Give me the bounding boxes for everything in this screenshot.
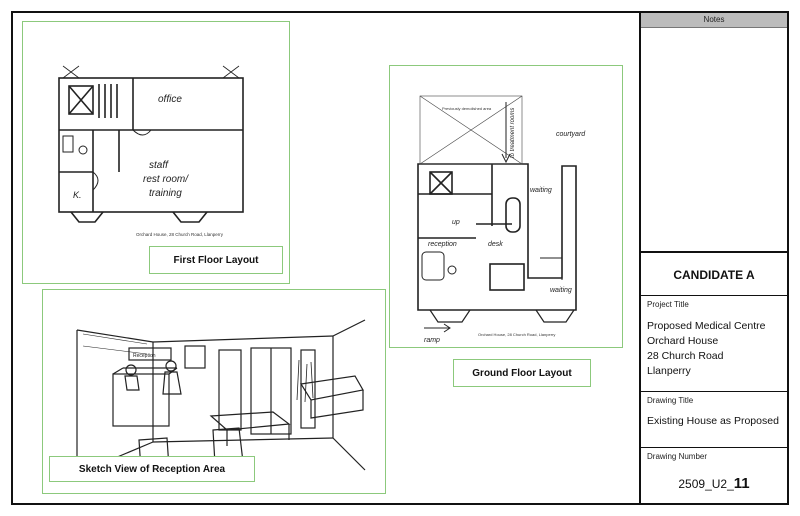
drawing-number-heading: Drawing Number: [647, 452, 708, 461]
project-title-cell: Project Title Proposed Medical Centre Or…: [641, 295, 787, 391]
treatment-rooms-note: to treatment rooms: [510, 108, 516, 158]
project-title-heading: Project Title: [647, 300, 689, 309]
room-training-label: training: [149, 188, 182, 199]
first-floor-panel: office staff rest room/ training K. Orch…: [22, 21, 290, 284]
room-k-label: K.: [73, 190, 82, 200]
ground-floor-plan: Previously demolished area to treatment …: [417, 95, 586, 344]
drawing-title-cell: Drawing Title Existing House as Proposed: [641, 391, 787, 447]
drawing-title-value: Existing House as Proposed: [647, 415, 779, 427]
waiting-label-2: waiting: [550, 287, 572, 294]
up-label: up: [452, 219, 460, 226]
first-floor-caption: Orchard House, 28 Church Road, Llanperry: [136, 232, 224, 237]
drawing-area: office staff rest room/ training K. Orch…: [13, 13, 640, 503]
reception-sketch: Reception: [76, 319, 366, 475]
drawing-number-value: 2509_U2_11: [641, 461, 787, 493]
room-office-label: office: [158, 94, 182, 105]
desk-label: desk: [488, 241, 503, 248]
reception-label: reception: [428, 241, 457, 248]
sketch-label: Sketch View of Reception Area: [49, 456, 255, 482]
ground-floor-label: Ground Floor Layout: [453, 359, 591, 387]
first-floor-plan: office staff rest room/ training K. Orch…: [58, 65, 244, 237]
courtyard-label: courtyard: [556, 131, 586, 138]
room-staff-label: staff: [149, 160, 169, 171]
drawing-number-cell: Drawing Number 2509_U2_11: [641, 447, 787, 503]
candidate-cell: CANDIDATE A: [641, 251, 787, 295]
room-rest-label: rest room/: [143, 174, 189, 185]
project-title-line: Orchard House: [647, 335, 719, 347]
sketch-sign: Reception: [133, 353, 156, 359]
notes-header: Notes: [641, 13, 787, 28]
project-title-line: 28 Church Road: [647, 350, 724, 362]
project-title-line: Proposed Medical Centre: [647, 320, 766, 332]
sketch-panel: Reception Sketch View of Reception Area: [42, 289, 386, 494]
demolished-note: Previously demolished area: [442, 106, 492, 111]
drawing-sheet: office staff rest room/ training K. Orch…: [11, 11, 789, 505]
waiting-label-1: waiting: [530, 187, 552, 194]
ground-floor-panel: Previously demolished area to treatment …: [389, 65, 623, 348]
project-title-line: Llanperry: [647, 365, 691, 377]
title-block: Notes CANDIDATE A Project Title Proposed…: [639, 13, 787, 503]
ground-floor-caption: Orchard House, 28 Church Road, Llanperry: [478, 332, 555, 337]
project-title-value: Proposed Medical Centre Orchard House 28…: [641, 309, 787, 379]
drawing-number-prefix: 2509_U2_: [678, 477, 734, 491]
ramp-label: ramp: [424, 337, 440, 344]
drawing-number-suffix: 11: [733, 475, 750, 492]
first-floor-label: First Floor Layout: [149, 246, 283, 274]
candidate-label: CANDIDATE A: [673, 268, 755, 282]
drawing-title-heading: Drawing Title: [647, 396, 694, 405]
